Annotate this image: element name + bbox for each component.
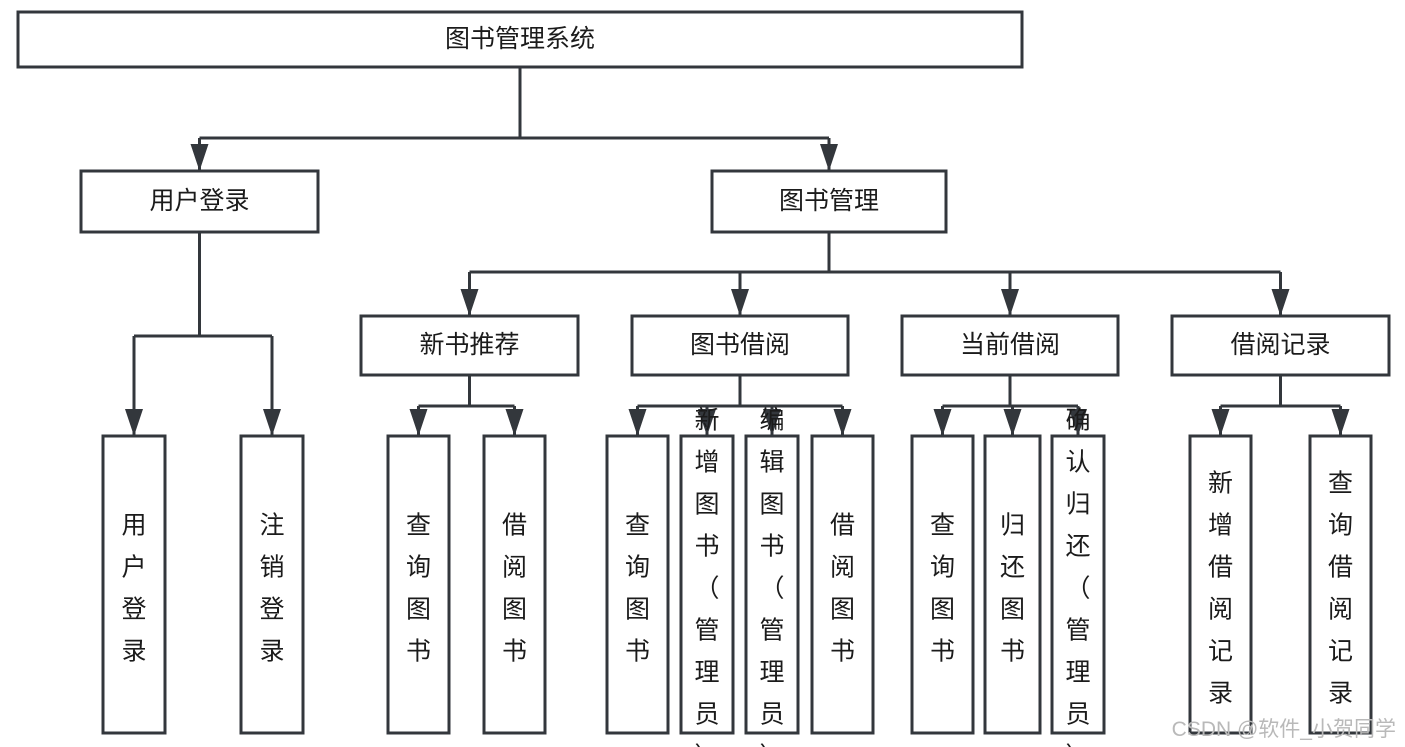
connector-group-book-manage bbox=[460, 232, 1290, 316]
node-label-leaf-user-logout: 注销登录 bbox=[259, 511, 284, 665]
arrow-head-icon bbox=[1211, 409, 1230, 436]
arrow-head-icon bbox=[1001, 289, 1019, 316]
node-leaf-borrow-book-2[interactable]: 借阅图书 bbox=[810, 434, 875, 735]
node-label-current-borrow: 当前借阅 bbox=[960, 331, 1060, 359]
node-box-leaf-user-logout bbox=[239, 434, 305, 735]
node-leaf-add-book[interactable]: 新增图书（管理员） bbox=[679, 406, 735, 747]
node-box-leaf-add-borrow-record bbox=[1188, 434, 1253, 735]
node-label-leaf-borrow-book-2: 借阅图书 bbox=[830, 511, 855, 665]
node-current-borrow[interactable]: 当前借阅 bbox=[900, 314, 1120, 377]
arrow-head-icon bbox=[1003, 409, 1022, 436]
node-user-login[interactable]: 用户登录 bbox=[79, 169, 320, 234]
node-label-new-book-recommend: 新书推荐 bbox=[419, 331, 519, 359]
node-label-leaf-borrow-book-1: 借阅图书 bbox=[502, 511, 527, 665]
node-box-leaf-edit-book bbox=[744, 434, 800, 735]
node-leaf-user-login[interactable]: 用户登录 bbox=[101, 434, 167, 735]
node-box-book-manage bbox=[710, 169, 948, 234]
node-label-leaf-return-book: 归还图书 bbox=[1000, 511, 1025, 665]
node-box-leaf-borrow-book-1 bbox=[482, 434, 547, 735]
connector-group-borrow-record bbox=[1211, 375, 1350, 436]
node-leaf-query-book-3[interactable]: 查询图书 bbox=[910, 434, 975, 735]
node-box-leaf-confirm-return bbox=[1050, 434, 1106, 735]
node-box-current-borrow bbox=[900, 314, 1120, 377]
arrow-head-icon bbox=[190, 144, 209, 171]
node-leaf-confirm-return[interactable]: 确认归还（管理员） bbox=[1050, 406, 1106, 747]
node-box-leaf-return-book bbox=[983, 434, 1042, 735]
node-box-book-borrow bbox=[630, 314, 850, 377]
node-box-leaf-query-book-2 bbox=[605, 434, 670, 735]
connector-group-new-book-recommend bbox=[409, 375, 524, 436]
arrow-head-icon bbox=[460, 289, 479, 316]
arrow-head-icon bbox=[933, 409, 952, 436]
node-root[interactable]: 图书管理系统 bbox=[16, 10, 1024, 69]
node-box-borrow-record bbox=[1170, 314, 1391, 377]
node-leaf-add-borrow-record[interactable]: 新增借阅记录 bbox=[1188, 434, 1253, 735]
node-book-borrow[interactable]: 图书借阅 bbox=[630, 314, 850, 377]
connector-group-book-borrow bbox=[628, 375, 852, 436]
node-box-leaf-borrow-book-2 bbox=[810, 434, 875, 735]
arrow-head-icon bbox=[1069, 409, 1087, 436]
node-label-leaf-user-login: 用户登录 bbox=[121, 511, 146, 665]
node-label-leaf-add-book: 新增图书（管理员） bbox=[694, 406, 719, 747]
node-box-leaf-user-login bbox=[101, 434, 167, 735]
node-leaf-query-borrow-record[interactable]: 查询借阅记录 bbox=[1308, 434, 1373, 735]
node-box-leaf-query-book-3 bbox=[910, 434, 975, 735]
node-label-borrow-record: 借阅记录 bbox=[1230, 331, 1330, 359]
node-leaf-query-book-1[interactable]: 查询图书 bbox=[386, 434, 451, 735]
connector-group-user-login bbox=[125, 232, 281, 436]
arrow-head-icon bbox=[628, 409, 647, 436]
arrow-head-icon bbox=[1331, 409, 1350, 436]
csdn-watermark: CSDN @软件_小贺同学 bbox=[1172, 718, 1396, 741]
node-new-book-recommend[interactable]: 新书推荐 bbox=[359, 314, 580, 377]
node-leaf-query-book-2[interactable]: 查询图书 bbox=[605, 434, 670, 735]
connector-group-root bbox=[190, 67, 838, 171]
arrow-head-icon bbox=[263, 409, 281, 436]
node-label-leaf-query-book-3: 查询图书 bbox=[930, 511, 955, 665]
node-box-root bbox=[16, 10, 1024, 69]
arrow-head-icon bbox=[505, 409, 524, 436]
node-label-leaf-query-book-1: 查询图书 bbox=[406, 511, 431, 665]
node-label-book-manage: 图书管理 bbox=[779, 187, 879, 215]
arrow-head-icon bbox=[1271, 289, 1290, 316]
node-box-leaf-query-book-1 bbox=[386, 434, 451, 735]
node-label-leaf-edit-book: 编辑图书（管理员） bbox=[759, 406, 784, 747]
node-leaf-user-logout[interactable]: 注销登录 bbox=[239, 434, 305, 735]
node-label-user-login: 用户登录 bbox=[149, 187, 249, 215]
node-leaf-return-book[interactable]: 归还图书 bbox=[983, 434, 1042, 735]
arrow-head-icon bbox=[763, 409, 781, 436]
node-leaf-borrow-book-1[interactable]: 借阅图书 bbox=[482, 434, 547, 735]
node-label-root: 图书管理系统 bbox=[445, 25, 595, 53]
arrow-head-icon bbox=[125, 409, 143, 436]
node-label-leaf-confirm-return: 确认归还（管理员） bbox=[1065, 406, 1090, 747]
node-label-leaf-add-borrow-record: 新增借阅记录 bbox=[1208, 469, 1233, 707]
node-layer: 图书管理系统用户登录图书管理新书推荐图书借阅当前借阅借阅记录用户登录注销登录查询… bbox=[16, 10, 1391, 747]
arrow-head-icon bbox=[833, 409, 852, 436]
node-box-leaf-query-borrow-record bbox=[1308, 434, 1373, 735]
node-borrow-record[interactable]: 借阅记录 bbox=[1170, 314, 1391, 377]
arrow-head-icon bbox=[698, 409, 716, 436]
node-box-new-book-recommend bbox=[359, 314, 580, 377]
arrow-head-icon bbox=[820, 144, 838, 171]
node-box-user-login bbox=[79, 169, 320, 234]
node-label-book-borrow: 图书借阅 bbox=[690, 331, 790, 359]
node-label-leaf-query-borrow-record: 查询借阅记录 bbox=[1328, 469, 1353, 707]
connector-layer bbox=[125, 67, 1350, 436]
node-book-manage[interactable]: 图书管理 bbox=[710, 169, 948, 234]
arrow-head-icon bbox=[731, 289, 749, 316]
node-box-leaf-add-book bbox=[679, 434, 735, 735]
node-label-leaf-query-book-2: 查询图书 bbox=[625, 511, 650, 665]
connector-group-current-borrow bbox=[933, 375, 1087, 436]
arrow-head-icon bbox=[409, 409, 428, 436]
node-leaf-edit-book[interactable]: 编辑图书（管理员） bbox=[744, 406, 800, 747]
